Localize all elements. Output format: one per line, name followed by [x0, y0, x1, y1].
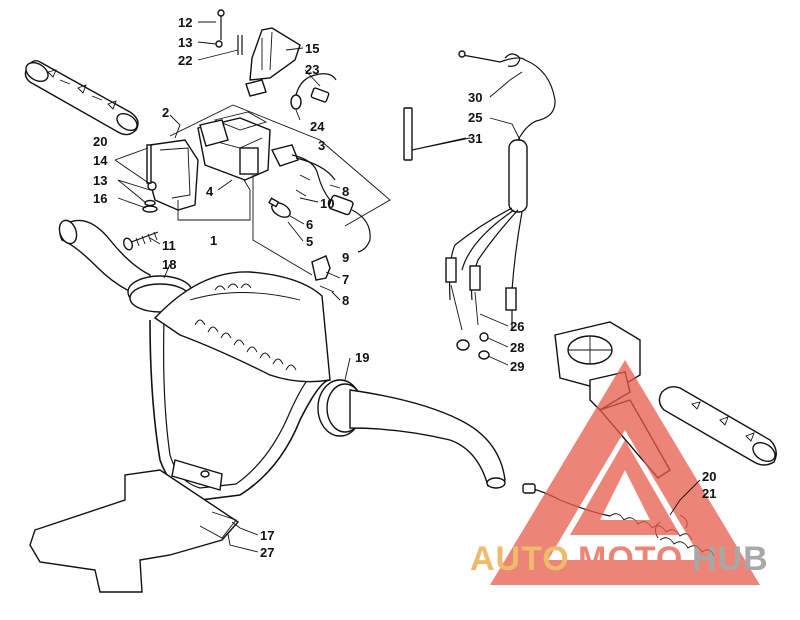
callout-1: 1 [210, 233, 217, 248]
callout-labels: 12 13 22 15 23 24 2 3 20 14 13 16 4 8 10… [93, 15, 716, 560]
callout-6: 6 [306, 217, 313, 232]
callout-20-right: 20 [702, 469, 716, 484]
callout-19: 19 [355, 350, 369, 365]
handlebar [58, 219, 506, 501]
watermark-text-auto: AUTO [470, 540, 570, 578]
callout-4: 4 [206, 184, 214, 199]
callout-15: 15 [305, 41, 319, 56]
callout-26: 26 [510, 319, 524, 334]
callout-5: 5 [306, 234, 313, 249]
switch-housing-left [142, 139, 199, 213]
callout-16: 16 [93, 191, 107, 206]
watermark-text-moto: MOTO [578, 540, 683, 578]
throttle-cable-harness [403, 50, 556, 360]
callout-3: 3 [318, 138, 325, 153]
watermark-text-hub: HUB [692, 540, 769, 578]
callout-9: 9 [342, 250, 349, 265]
left-handlebar-grip [24, 59, 139, 136]
callout-22: 22 [178, 53, 192, 68]
callout-10: 10 [320, 196, 334, 211]
callout-12: 12 [178, 15, 192, 30]
callout-8-upper: 8 [342, 184, 349, 199]
callout-28: 28 [510, 340, 524, 355]
callout-31: 31 [468, 131, 482, 146]
crossbar-pad-ridges [194, 283, 297, 371]
callout-13-lower: 13 [93, 173, 107, 188]
callout-2: 2 [162, 105, 169, 120]
callout-18: 18 [162, 257, 176, 272]
switch-housing-right [197, 111, 299, 181]
callout-27: 27 [260, 545, 274, 560]
callout-24: 24 [310, 119, 325, 134]
brake-pivot-assembly [215, 9, 337, 110]
callout-30: 30 [468, 90, 482, 105]
callout-8-lower: 8 [342, 293, 349, 308]
callout-21: 21 [702, 486, 716, 501]
callout-25: 25 [468, 110, 482, 125]
handlebar-pad-17-27 [29, 469, 240, 593]
right-handlebar-grip [658, 385, 777, 466]
callout-7: 7 [342, 272, 349, 287]
leader-lines [114, 21, 701, 553]
assembly-1-bracket [169, 104, 391, 276]
callout-11: 11 [162, 238, 176, 253]
watermark: AUTO MOTO HUB [470, 360, 769, 585]
callout-14: 14 [93, 153, 108, 168]
watermark-triangle-logo [490, 360, 760, 585]
callout-29: 29 [510, 359, 524, 374]
switch-wiring [268, 154, 371, 253]
callout-13: 13 [178, 35, 192, 50]
callout-20-left: 20 [93, 134, 107, 149]
callout-17: 17 [260, 528, 274, 543]
screw-11 [123, 231, 159, 251]
callout-23: 23 [305, 62, 319, 77]
